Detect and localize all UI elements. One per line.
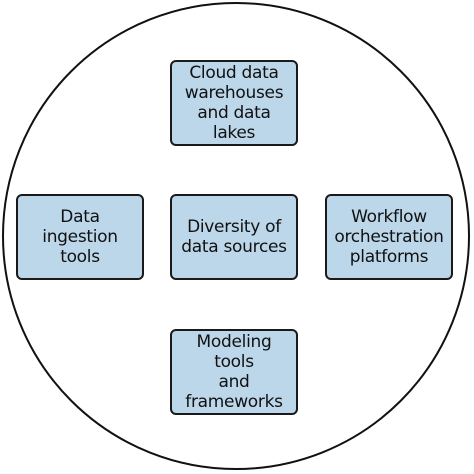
enclosing-circle <box>2 2 470 470</box>
node-modeling-tools-and-frameworks: Modeling tools and frameworks <box>170 329 298 415</box>
node-workflow-orchestration-platforms: Workflow orchestration platforms <box>325 194 453 280</box>
node-diversity-of-data-sources: Diversity of data sources <box>170 194 298 280</box>
node-data-ingestion-tools: Data ingestion tools <box>16 194 144 280</box>
node-cloud-data-warehouses: Cloud data warehouses and data lakes <box>170 60 298 146</box>
